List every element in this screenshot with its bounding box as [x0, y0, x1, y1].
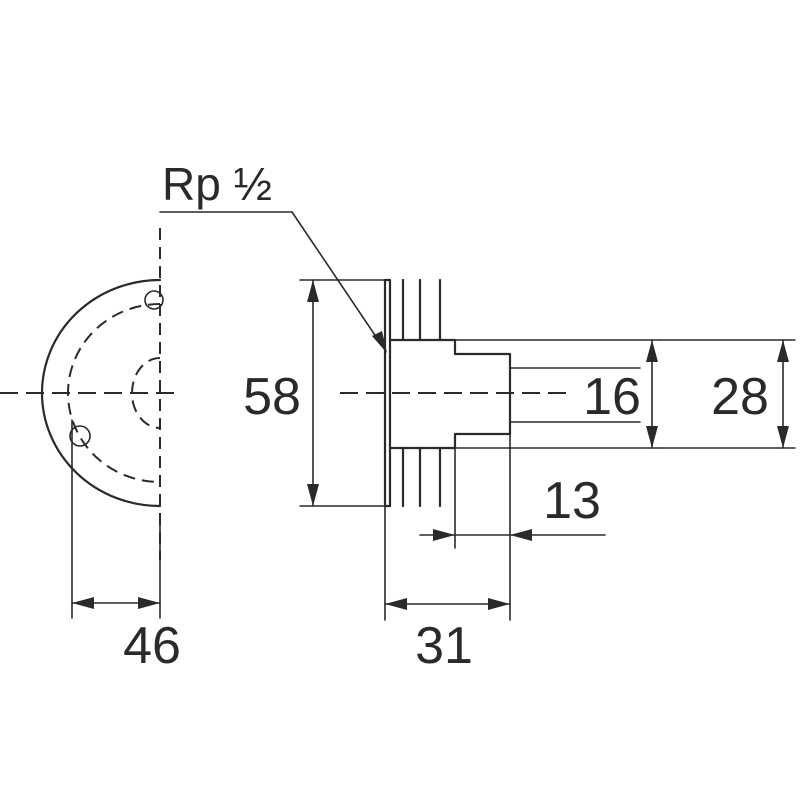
thread-leader-line: [291, 211, 386, 351]
flange-plate: [383, 278, 392, 508]
thread-leader-arrow: [372, 331, 387, 353]
height-arrow-top: [307, 280, 319, 302]
width-dimension-label: 46: [123, 617, 181, 675]
depth-dimension-label: 31: [415, 617, 473, 675]
outer-diameter-arrow-top: [777, 340, 789, 362]
outer-diameter-label: 28: [711, 368, 769, 426]
depth-arrow-left: [385, 598, 407, 610]
width-arrow-right: [138, 597, 160, 609]
flange-outer-arc: [40, 278, 162, 508]
width-arrow-left: [72, 597, 94, 609]
height-dimension-label: 58: [243, 368, 301, 426]
inner-diameter-arrow-top: [646, 340, 658, 362]
thread-length-arrow-left: [433, 529, 455, 541]
front-view: Rp ½ 58 16: [159, 158, 796, 675]
flange-inner-arc: [67, 303, 161, 483]
side-view: 46: [0, 228, 182, 675]
thread-label: Rp ½: [162, 158, 272, 210]
height-arrow-bottom: [307, 484, 319, 506]
thread-length-arrow-right: [510, 529, 532, 541]
inner-diameter-label: 16: [583, 368, 641, 426]
bore-hidden-arc: [131, 357, 161, 429]
screw-hole-top: [144, 290, 164, 310]
screw-hole-bottom: [69, 425, 91, 447]
outer-diameter-arrow-bottom: [777, 426, 789, 448]
thread-length-label: 13: [543, 472, 601, 530]
inner-diameter-arrow-bottom: [646, 426, 658, 448]
depth-arrow-right: [488, 598, 510, 610]
